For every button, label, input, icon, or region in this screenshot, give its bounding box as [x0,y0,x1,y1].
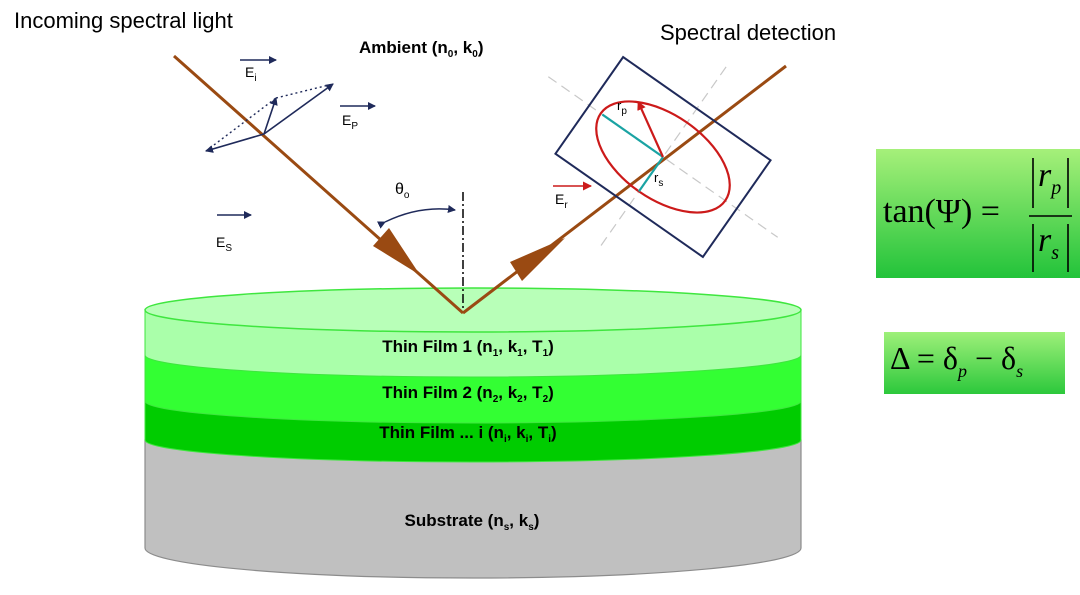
psi-formula-denominator: rs [1038,222,1060,264]
psi-formula-numerator: rp [1038,157,1062,199]
rp-label: rp [617,98,627,117]
psi-formula-box [876,149,1080,278]
incident-polarization [205,83,334,153]
delta-formula-box [884,332,1065,394]
substrate-label: Substrate (ns, ks) [404,511,540,533]
delta-formula: Δ = δp − δs [890,340,1024,381]
es-label: ES [216,234,233,254]
ei-label: Ei [245,64,257,84]
rs-line [638,156,664,193]
detection-polarization-box [547,55,779,259]
ep-label: EP [342,112,359,132]
theta-label: θo [395,181,410,201]
incoming-light-label: Incoming spectral light [14,8,233,33]
thin-film-i-label: Thin Film ... i (ni, ki, Ti) [379,423,557,445]
spectral-detection-label: Spectral detection [660,20,837,45]
rp-line [601,113,664,158]
incident-beam [173,54,464,315]
psi-fraction-lines [1029,158,1072,272]
angle-theta-arc [376,205,456,229]
er-label: Er [555,191,568,211]
psi-formula-lhs: tan(Ψ) = [883,193,1000,230]
substrate-layer [144,439,802,579]
ambient-label: Ambient (n0, k0) [359,38,484,60]
thin-film-2-label: Thin Film 2 (n2, k2, T2) [382,383,554,405]
rs-label: rs [654,170,664,189]
thin-film-1-layer [144,287,802,378]
reflected-beam [462,64,787,315]
thin-film-1-label: Thin Film 1 (n1, k1, T1) [382,337,554,359]
reflected-field-vector [637,100,665,158]
